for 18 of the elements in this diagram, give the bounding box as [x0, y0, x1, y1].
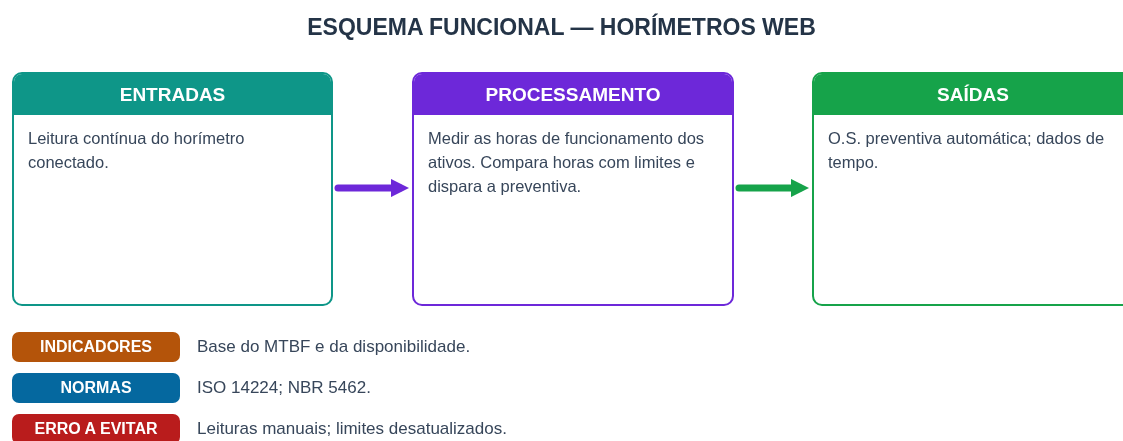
category-badge: ERRO A EVITAR — [12, 414, 180, 441]
panel-header: ENTRADAS — [14, 74, 331, 115]
panel-header: PROCESSAMENTO — [414, 74, 732, 115]
note-text: Leituras manuais; limites desatualizados. — [197, 419, 507, 439]
category-badge: INDICADORES — [12, 332, 180, 362]
panel-text: Leitura contínua do horímetro conectado. — [27, 128, 246, 173]
panel-text: Medir as horas de funcionamento dos ativos. Compara horas com limites e dispara a preventiva. — [427, 128, 706, 197]
arrow — [735, 178, 810, 198]
diagram-title: ESQUEMA FUNCIONAL — HORÍMETROS WEB — [306, 14, 817, 41]
category-badge: NORMAS — [12, 373, 180, 403]
note-text: Base do MTBF e da disponibilidade. — [197, 337, 471, 357]
panel-text: O.S. preventiva automática; dados de tempo. — [827, 128, 1106, 173]
note-text: ISO 14224; NBR 5462. — [197, 378, 371, 398]
arrow — [334, 178, 410, 198]
panel-card — [12, 72, 333, 306]
panel-header: SAÍDAS — [814, 74, 1123, 115]
panel-card — [412, 72, 734, 306]
panel-card — [812, 72, 1123, 306]
